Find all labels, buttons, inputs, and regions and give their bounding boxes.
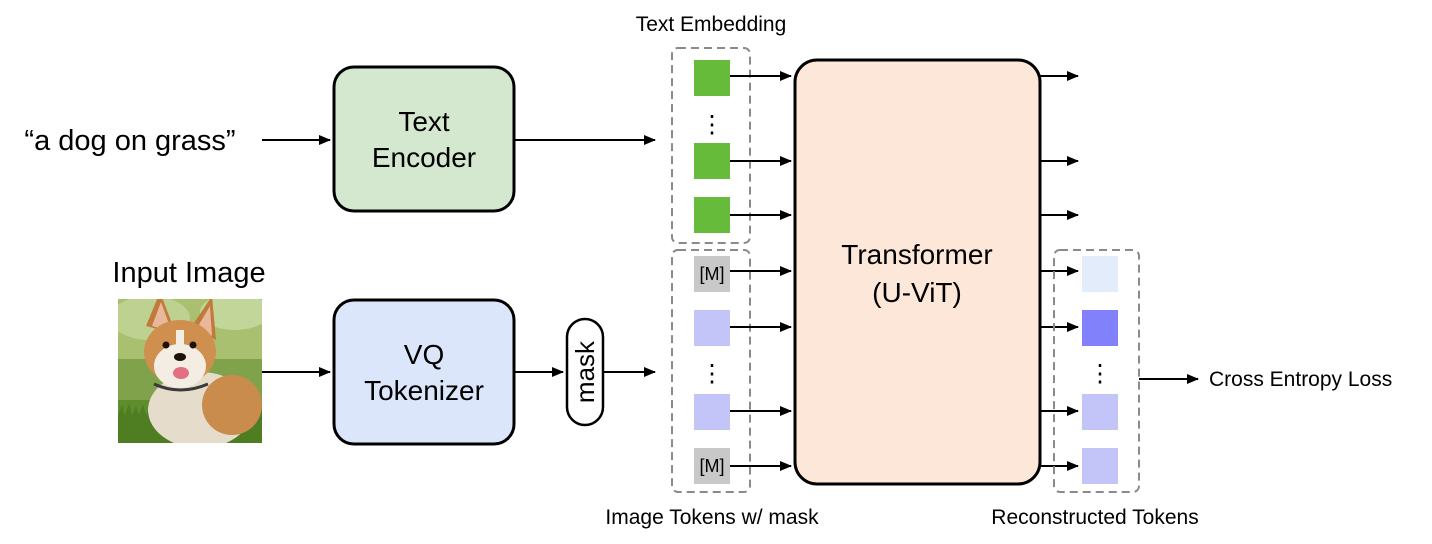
reconstructed-token — [1082, 310, 1118, 346]
text-encoder-block: Text Encoder — [332, 65, 516, 213]
prompt-text: “a dog on grass” — [24, 125, 235, 157]
reconstructed-token-ellipsis: ⋮ — [1088, 361, 1112, 388]
text-token-ellipsis: ⋮ — [700, 112, 724, 139]
token-input-arrows — [730, 71, 792, 471]
transformer-label-line1: Transformer — [841, 239, 992, 270]
reconstructed-tokens-label: Reconstructed Tokens — [991, 506, 1198, 529]
text-embedding-group-box — [671, 47, 751, 244]
mask-token — [694, 448, 730, 484]
transformer-output-arrows — [1040, 71, 1079, 471]
image-token-ellipsis: ⋮ — [700, 361, 724, 388]
loss-label: Cross Entropy Loss — [1209, 368, 1392, 391]
text-token — [694, 197, 730, 233]
vq-tokenizer-label-line1: VQ — [404, 339, 444, 370]
reconstructed-token — [1082, 448, 1118, 484]
image-token — [694, 310, 730, 346]
mask-label: mask — [570, 340, 600, 403]
reconstructed-token — [1082, 256, 1118, 292]
image-token — [694, 394, 730, 430]
text-token — [694, 143, 730, 179]
mask-token-text: [M] — [700, 456, 725, 476]
image-token-group-box — [671, 249, 751, 493]
reconstructed-token — [1082, 394, 1118, 430]
vq-tokenizer-label-line2: Tokenizer — [364, 375, 484, 406]
transformer-label-line2: (U-ViT) — [872, 277, 962, 308]
transformer-block: Transformer (U-ViT) — [793, 58, 1042, 486]
text-embedding-label: Text Embedding — [636, 13, 787, 36]
mask-token — [694, 256, 730, 292]
mask-token-text: [M] — [700, 264, 725, 284]
input-image-label: Input Image — [112, 257, 265, 289]
reconstructed-token-group-box — [1053, 249, 1140, 493]
text-token — [694, 60, 730, 96]
text-encoder-label-line2: Encoder — [372, 142, 476, 173]
text-encoder-label-line1: Text — [398, 106, 450, 137]
mask-operation: mask — [565, 317, 605, 427]
image-tokens-label: Image Tokens w/ mask — [605, 506, 819, 529]
dog-photo — [118, 299, 262, 443]
vq-tokenizer-block: VQ Tokenizer — [332, 298, 516, 446]
